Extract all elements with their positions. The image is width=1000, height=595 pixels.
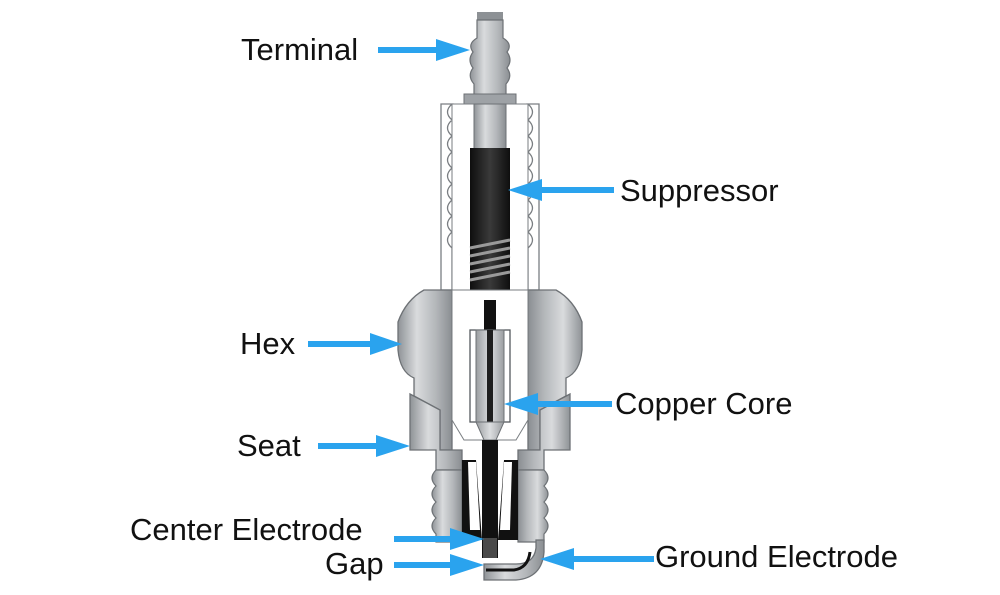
center-electrode-part [482, 440, 498, 558]
ground-electrode-part [483, 539, 545, 581]
label-ground-electrode: Ground Electrode [655, 539, 898, 574]
terminal-part [463, 12, 517, 105]
label-suppressor: Suppressor [620, 173, 779, 208]
arrow-ground-electrode [540, 548, 654, 570]
arrow-copper-core [504, 393, 612, 415]
label-copper-core: Copper Core [615, 386, 793, 421]
arrow-center-electrode [394, 528, 484, 550]
seat-part [409, 392, 571, 543]
label-center-electrode: Center Electrode [130, 512, 363, 547]
copper-core-part [475, 329, 505, 441]
arrows [308, 39, 654, 576]
label-seat: Seat [237, 428, 301, 463]
label-terminal: Terminal [241, 32, 359, 67]
arrow-suppressor [508, 179, 614, 201]
arrow-gap [394, 554, 484, 576]
label-gap: Gap [325, 546, 384, 581]
arrow-seat [318, 435, 410, 457]
label-hex: Hex [240, 326, 296, 361]
arrow-hex [308, 333, 402, 355]
arrow-terminal [378, 39, 470, 61]
